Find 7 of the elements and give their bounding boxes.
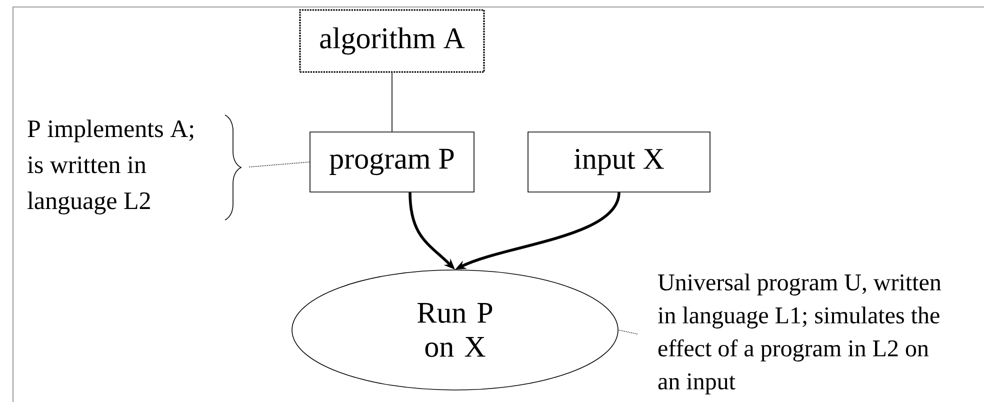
algorithm-box: algorithm A <box>299 9 485 73</box>
input-box: input X <box>528 132 710 192</box>
annotation-text: P implements A; is written in language L2 <box>28 120 194 214</box>
annotation-text: Universal program U, written in language L1; simulates the effect of a program in L2 on an input <box>658 274 942 394</box>
leader-line <box>618 330 638 334</box>
leader-line <box>248 162 310 168</box>
program-box: program P <box>310 132 474 192</box>
